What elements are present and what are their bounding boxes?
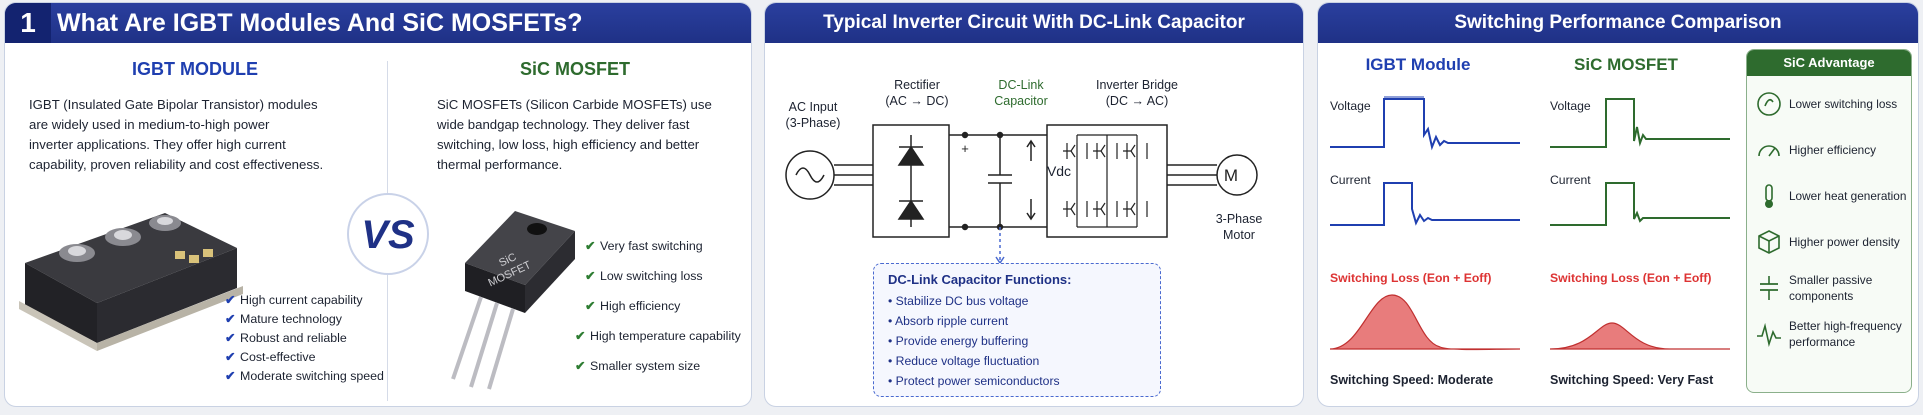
igbt-loss-curve: [1330, 294, 1520, 351]
advantage-item: Higher efficiency: [1755, 132, 1911, 172]
sic-advantage-box: SiC Advantage Lower switching loss Highe…: [1746, 49, 1912, 393]
igbt-title: IGBT MODULE: [132, 59, 258, 79]
igbt-current-label: Current: [1330, 173, 1371, 187]
sic-bullet: ✔Smaller system size: [575, 357, 741, 387]
check-icon: ✔: [585, 269, 596, 283]
igbt-desc-line: are widely used in medium-to-high power: [29, 117, 270, 132]
advantage-title: SiC Advantage: [1747, 50, 1911, 76]
comparison-panel: Switching Performance Comparison IGBT Mo…: [1317, 2, 1919, 407]
capacitor-icon: [1760, 276, 1778, 300]
sic-bullet: ✔Low switching loss: [585, 267, 703, 297]
sic-current-label: Current: [1550, 173, 1591, 187]
check-icon: ✔: [225, 350, 236, 364]
sic-desc-line: wide bandgap technology. They deliver fa…: [437, 117, 690, 132]
igbt-description: IGBT (Insulated Gate Bipolar Transistor)…: [29, 95, 369, 175]
intro-header: 1 What Are IGBT Modules And SiC MOSFETs?: [5, 3, 751, 43]
advantage-item: Higher power density: [1755, 224, 1911, 264]
check-icon: ✔: [225, 331, 236, 345]
sic-bullet: ✔Very fast switching: [585, 237, 703, 267]
igbt-desc-line: capability, proven reliability and cost …: [29, 157, 324, 172]
waveform-icon: [1757, 322, 1781, 347]
section-number: 1: [5, 3, 51, 43]
intro-panel: 1 What Are IGBT Modules And SiC MOSFETs?…: [4, 2, 752, 407]
vs-text: VS: [361, 213, 415, 257]
advantage-item: Smaller passive components: [1755, 270, 1911, 310]
thermometer-icon: [1765, 184, 1773, 208]
intro-title: What Are IGBT Modules And SiC MOSFETs?: [57, 9, 583, 37]
sic-wave-title: SiC MOSFET: [1574, 55, 1678, 74]
igbt-loss-label: Switching Loss (Eon + Eoff): [1330, 271, 1492, 285]
sic-bullet: ✔High efficiency: [585, 297, 703, 327]
function-item: • Protect power semiconductors: [888, 374, 1060, 388]
rectifier-label: Rectifier(AC → DC): [885, 78, 949, 108]
motor-symbol: M: [1224, 166, 1238, 185]
igbt-voltage-label: Voltage: [1330, 99, 1371, 113]
functions-title: DC-Link Capacitor Functions:: [888, 272, 1072, 287]
check-icon: ✔: [575, 359, 586, 373]
sic-desc-line: SiC MOSFETs (Silicon Carbide MOSFETs) us…: [437, 97, 712, 112]
check-icon: ✔: [575, 329, 586, 343]
igbt-bullet: ✔Mature technology: [225, 310, 384, 329]
igbt-waveforms: [1330, 96, 1520, 226]
check-icon: ✔: [225, 312, 236, 326]
igbt-wave-title: IGBT Module: [1365, 55, 1471, 74]
function-item: • Stabilize DC bus voltage: [888, 294, 1029, 308]
sic-speed-label: Switching Speed: Very Fast: [1550, 373, 1714, 387]
gauge-icon: [1758, 145, 1780, 157]
check-icon: ✔: [225, 369, 236, 383]
circuit-title: Typical Inverter Circuit With DC-Link Ca…: [765, 3, 1303, 43]
igbt-bullet-list: ✔High current capability ✔Mature technol…: [225, 291, 384, 386]
circuit-panel: Typical Inverter Circuit With DC-Link Ca…: [764, 2, 1304, 407]
dclink-functions-box: DC-Link Capacitor Functions: • Stabilize…: [873, 263, 1161, 397]
plus-sign: +: [961, 141, 969, 156]
check-icon: ✔: [225, 293, 236, 307]
sic-bullet-list-lower: ✔High temperature capability ✔Smaller sy…: [575, 327, 741, 387]
ac-input-label: AC Input(3-Phase): [785, 100, 841, 130]
function-item: • Reduce voltage fluctuation: [888, 354, 1040, 368]
igbt-speed-label: Switching Speed: Moderate: [1330, 373, 1494, 387]
sic-mosfet-image: SiC MOSFET: [451, 211, 575, 390]
igbt-module-image: [19, 213, 243, 351]
vs-badge: VS: [347, 193, 429, 275]
advantage-item: Better high-frequency performance: [1755, 316, 1911, 356]
cube-icon: [1758, 230, 1780, 254]
inverter-label: Inverter Bridge(DC → AC): [1096, 78, 1178, 108]
igbt-bullet: ✔Cost-effective: [225, 348, 384, 367]
igbt-bullet: ✔Moderate switching speed: [225, 367, 384, 386]
vdc-label: Vdc: [1046, 163, 1072, 179]
igbt-bullet: ✔Robust and reliable: [225, 329, 384, 348]
leaf-recycle-icon: [1757, 92, 1781, 116]
inverter-circuit-diagram: + M: [785, 124, 1258, 265]
function-item: • Provide energy buffering: [888, 334, 1029, 348]
sic-voltage-label: Voltage: [1550, 99, 1591, 113]
igbt-bullet: ✔High current capability: [225, 291, 384, 310]
sic-desc-line: thermal performance.: [437, 157, 563, 172]
igbt-desc-line: inverter applications. They offer high c…: [29, 137, 286, 152]
advantage-item: Lower switching loss: [1755, 86, 1911, 126]
comparison-title: Switching Performance Comparison: [1318, 3, 1918, 43]
advantage-item: Lower heat generation: [1755, 178, 1911, 218]
sic-title: SiC MOSFET: [519, 59, 630, 79]
igbt-desc-line: IGBT (Insulated Gate Bipolar Transistor)…: [29, 97, 318, 112]
check-icon: ✔: [585, 299, 596, 313]
sic-waveforms: [1550, 98, 1730, 226]
sic-desc-line: switching, low loss, high efficiency and…: [437, 137, 700, 152]
functions-list: • Stabilize DC bus voltage • Absorb ripp…: [888, 291, 1146, 391]
sic-loss-label: Switching Loss (Eon + Eoff): [1550, 271, 1712, 285]
sic-description: SiC MOSFETs (Silicon Carbide MOSFETs) us…: [437, 95, 747, 175]
check-icon: ✔: [585, 239, 596, 253]
sic-loss-curve: [1550, 322, 1730, 350]
function-item: • Absorb ripple current: [888, 314, 1009, 328]
sic-bullet: ✔High temperature capability: [575, 327, 741, 357]
sic-bullet-list-upper: ✔Very fast switching ✔Low switching loss…: [585, 237, 703, 327]
